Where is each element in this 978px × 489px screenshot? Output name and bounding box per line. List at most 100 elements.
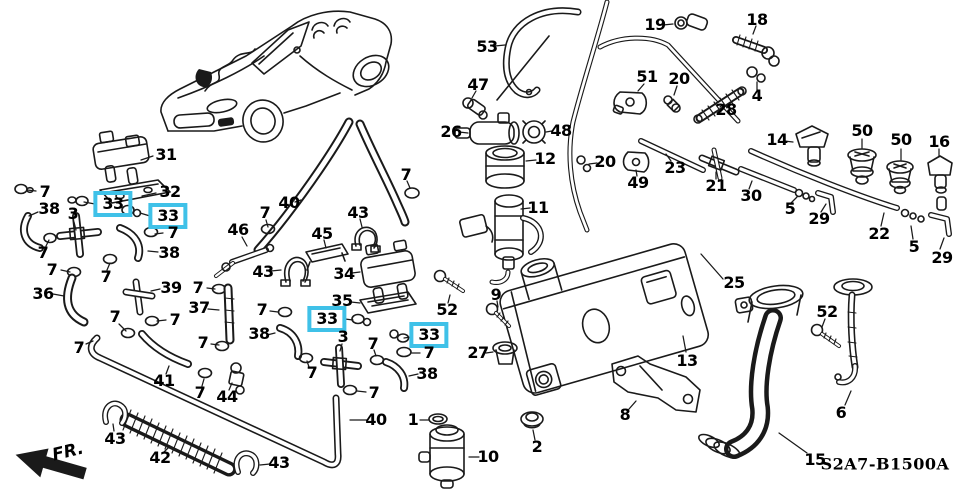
part-label-18[interactable]: 18	[746, 10, 768, 29]
grommet-48	[522, 120, 546, 144]
part-label-53[interactable]: 53	[476, 37, 498, 56]
part-label-9[interactable]: 9	[490, 285, 502, 304]
part-label-50[interactable]: 50	[890, 130, 912, 149]
part-label-7[interactable]: 7	[400, 165, 412, 184]
part-label-3[interactable]: 3	[337, 327, 349, 346]
part-label-43[interactable]: 43	[252, 262, 274, 281]
fr-direction-arrow	[15, 448, 87, 480]
grommet-1	[428, 413, 448, 425]
part-label-7[interactable]: 7	[192, 278, 204, 297]
bracket-45	[305, 243, 349, 271]
part-label-33[interactable]: 33	[307, 306, 347, 332]
part-label-28[interactable]: 28	[715, 100, 737, 119]
part-label-2[interactable]: 2	[531, 437, 543, 456]
part-label-21[interactable]: 21	[705, 176, 727, 195]
tube-18	[732, 34, 780, 67]
part-label-45[interactable]: 45	[311, 224, 333, 243]
part-label-32[interactable]: 32	[159, 182, 181, 201]
part-label-12[interactable]: 12	[534, 149, 556, 168]
part-label-52[interactable]: 52	[436, 300, 458, 319]
part-label-51[interactable]: 51	[636, 67, 658, 86]
part-label-35[interactable]: 35	[331, 291, 353, 310]
part-label-7[interactable]: 7	[109, 307, 121, 326]
part-label-38[interactable]: 38	[38, 199, 60, 218]
part-label-15[interactable]: 15	[804, 450, 826, 469]
part-label-43[interactable]: 43	[347, 203, 369, 222]
part-label-7[interactable]: 7	[367, 334, 379, 353]
part-label-43[interactable]: 43	[104, 429, 126, 448]
part-label-33[interactable]: 33	[148, 203, 188, 229]
clip-51	[612, 91, 648, 115]
part-label-37[interactable]: 37	[188, 298, 210, 317]
part-label-39[interactable]: 39	[160, 278, 182, 297]
part-label-14[interactable]: 14	[766, 130, 788, 149]
part-label-7[interactable]: 7	[37, 243, 49, 262]
joints-20	[663, 95, 681, 113]
tee-joint-3-b	[320, 344, 362, 388]
part-label-5[interactable]: 5	[908, 237, 920, 256]
part-label-8[interactable]: 8	[619, 405, 631, 424]
part-label-48[interactable]: 48	[550, 121, 572, 140]
part-label-49[interactable]: 49	[627, 173, 649, 192]
part-label-22[interactable]: 22	[868, 224, 890, 243]
washer-nozzle-31	[92, 130, 150, 185]
part-label-7[interactable]: 7	[197, 333, 209, 352]
reservoir-tank-25	[499, 243, 710, 396]
tank-feed-hose	[567, 0, 610, 233]
part-label-3[interactable]: 3	[67, 204, 79, 223]
part-label-7[interactable]: 7	[194, 383, 206, 402]
part-label-47[interactable]: 47	[467, 75, 489, 94]
part-label-29[interactable]: 29	[931, 248, 953, 267]
part-label-27[interactable]: 27	[467, 343, 489, 362]
part-label-34[interactable]: 34	[333, 264, 355, 283]
part-label-33[interactable]: 33	[93, 191, 133, 217]
part-label-7[interactable]: 7	[259, 203, 271, 222]
part-label-30[interactable]: 30	[740, 186, 762, 205]
part-label-44[interactable]: 44	[216, 387, 238, 406]
part-label-20[interactable]: 20	[668, 69, 690, 88]
part-label-42[interactable]: 42	[149, 448, 171, 467]
part-label-43[interactable]: 43	[268, 453, 290, 472]
part-label-41[interactable]: 41	[153, 371, 175, 390]
part-label-46[interactable]: 46	[227, 220, 249, 239]
grommet-50-b	[886, 160, 914, 195]
part-label-38[interactable]: 38	[248, 324, 270, 343]
part-label-33[interactable]: 33	[409, 322, 449, 348]
part-label-50[interactable]: 50	[851, 121, 873, 140]
part-label-7[interactable]: 7	[46, 260, 58, 279]
part-label-31[interactable]: 31	[155, 145, 177, 164]
part-label-7[interactable]: 7	[167, 223, 179, 242]
hose-30	[738, 166, 797, 193]
part-label-4[interactable]: 4	[751, 86, 763, 105]
part-label-7[interactable]: 7	[256, 300, 268, 319]
part-label-20[interactable]: 20	[594, 152, 616, 171]
part-label-40[interactable]: 40	[365, 410, 387, 429]
part-label-26[interactable]: 26	[440, 122, 462, 141]
part-label-38[interactable]: 38	[158, 243, 180, 262]
part-label-7[interactable]: 7	[368, 383, 380, 402]
part-label-16[interactable]: 16	[928, 132, 950, 151]
part-label-7[interactable]: 7	[423, 343, 435, 362]
part-label-52[interactable]: 52	[816, 302, 838, 321]
part-label-5[interactable]: 5	[784, 199, 796, 218]
part-label-23[interactable]: 23	[664, 158, 686, 177]
washer-nozzle-34	[360, 239, 416, 304]
part-label-19[interactable]: 19	[644, 15, 666, 34]
hose-41	[138, 330, 192, 368]
part-label-29[interactable]: 29	[808, 209, 830, 228]
part-label-7[interactable]: 7	[306, 363, 318, 382]
u-bracket-43-c	[280, 256, 311, 287]
part-label-1[interactable]: 1	[407, 410, 419, 429]
part-label-11[interactable]: 11	[527, 198, 549, 217]
part-label-7[interactable]: 7	[169, 310, 181, 329]
part-label-13[interactable]: 13	[676, 351, 698, 370]
part-label-6[interactable]: 6	[835, 403, 847, 422]
part-label-7[interactable]: 7	[100, 267, 112, 286]
part-label-10[interactable]: 10	[477, 447, 499, 466]
part-label-7[interactable]: 7	[39, 182, 51, 201]
part-label-38[interactable]: 38	[416, 364, 438, 383]
part-label-7[interactable]: 7	[73, 338, 85, 357]
part-label-25[interactable]: 25	[723, 273, 745, 292]
part-label-40[interactable]: 40	[278, 193, 300, 212]
part-label-36[interactable]: 36	[32, 284, 54, 303]
